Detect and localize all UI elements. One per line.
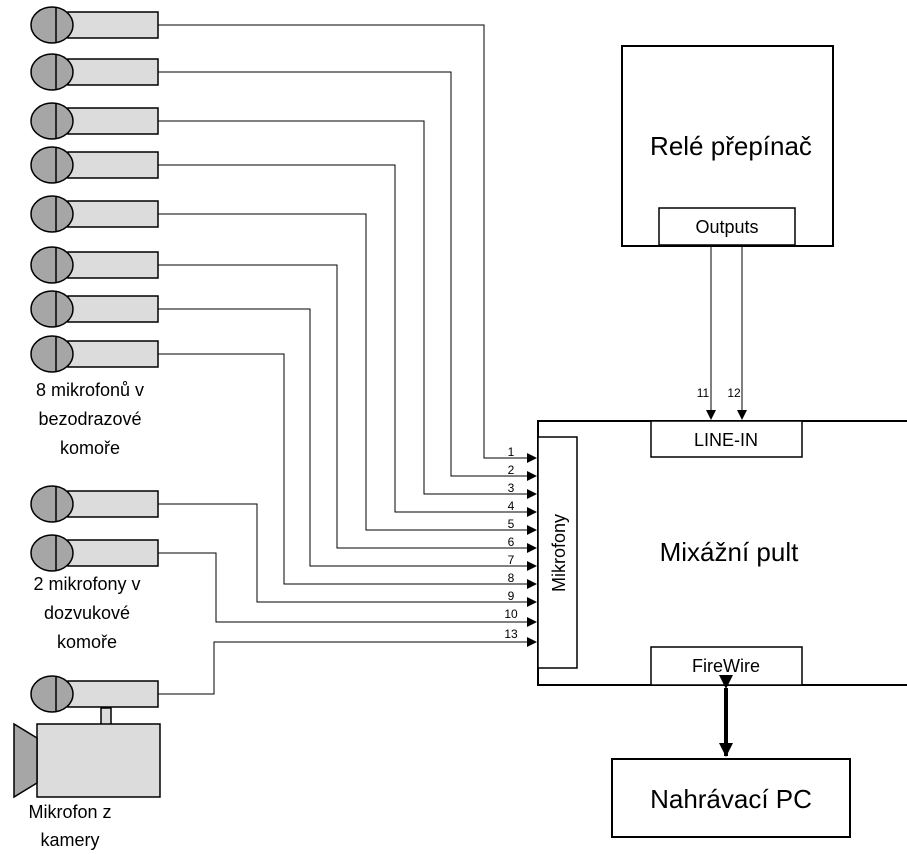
relay-outputs-label: Outputs [695, 217, 758, 237]
anechoic-group-label: 8 mikrofonů v bezodrazové komoře [36, 380, 144, 458]
microphone-icon [30, 534, 159, 572]
microphone-wire [158, 120, 537, 499]
microphone-wire [158, 213, 537, 535]
microphone-icon [30, 675, 159, 713]
channel-5-label: 5 [508, 517, 515, 531]
microphone-icon [30, 102, 159, 140]
line-in-port-label: LINE-IN [694, 430, 758, 450]
microphone-icon [30, 335, 159, 373]
relay-switch-label: Relé přepínač [650, 131, 812, 161]
reverb-label-line-3: komoře [57, 632, 117, 652]
microphone-icon [30, 53, 159, 91]
microphone-wire [158, 264, 537, 553]
channel-12-label: 12 [727, 386, 741, 400]
camera-icon [13, 707, 161, 799]
reverb-label-line-2: dozvukové [44, 603, 130, 623]
microphone-icon [30, 290, 159, 328]
anechoic-label-line-2: bezodrazové [38, 409, 141, 429]
channel-3-label: 3 [508, 481, 515, 495]
relay-switch: Relé přepínač Outputs [621, 45, 834, 247]
camera-group-label: Mikrofon z kamery [28, 802, 111, 850]
camera-label-line-1: Mikrofon z [28, 802, 111, 822]
microphone-wire [158, 503, 537, 607]
mixing-console-label: Mixážní pult [660, 537, 799, 567]
microphone-wire [158, 308, 537, 571]
microphone-wire [158, 637, 537, 695]
microphone-icon [30, 246, 159, 284]
microphone-wire [158, 24, 537, 463]
channel-13-label: 13 [504, 627, 518, 641]
microphone-wire [158, 71, 537, 481]
channel-7-label: 7 [508, 553, 515, 567]
microphones [30, 6, 159, 713]
microphone-icon [30, 146, 159, 184]
channel-numbers: 1 2 3 4 5 6 7 8 9 10 13 [504, 445, 518, 641]
anechoic-label-line-1: 8 mikrofonů v [36, 380, 144, 400]
microphone-wire [158, 353, 537, 589]
camera-label-line-2: kamery [40, 830, 99, 850]
microphone-icon [30, 195, 159, 233]
channel-8-label: 8 [508, 571, 515, 585]
microphone-wires [158, 24, 537, 695]
anechoic-label-line-3: komoře [60, 438, 120, 458]
channel-2-label: 2 [508, 463, 515, 477]
channel-10-label: 10 [504, 607, 518, 621]
channel-9-label: 9 [508, 589, 515, 603]
microphone-icon [30, 6, 159, 44]
recording-pc-label: Nahrávací PC [650, 784, 812, 814]
mixing-console: Mixážní pult LINE-IN Mikrofony FireWire [537, 420, 907, 686]
channel-1-label: 1 [508, 445, 515, 459]
recording-pc: Nahrávací PC [611, 758, 851, 838]
reverb-label-line-1: 2 mikrofony v [33, 574, 140, 594]
channel-4-label: 4 [508, 499, 515, 513]
relay-to-line-in-wires: 11 12 [697, 245, 747, 420]
reverb-group-label: 2 mikrofony v dozvukové komoře [33, 574, 140, 652]
microphone-wire [158, 552, 537, 627]
channel-6-label: 6 [508, 535, 515, 549]
microphone-wire [158, 164, 537, 517]
firewire-port-label: FireWire [692, 656, 760, 676]
microphone-icon [30, 485, 159, 523]
channel-11-label: 11 [697, 386, 710, 400]
microphones-port-label: Mikrofony [549, 514, 569, 592]
